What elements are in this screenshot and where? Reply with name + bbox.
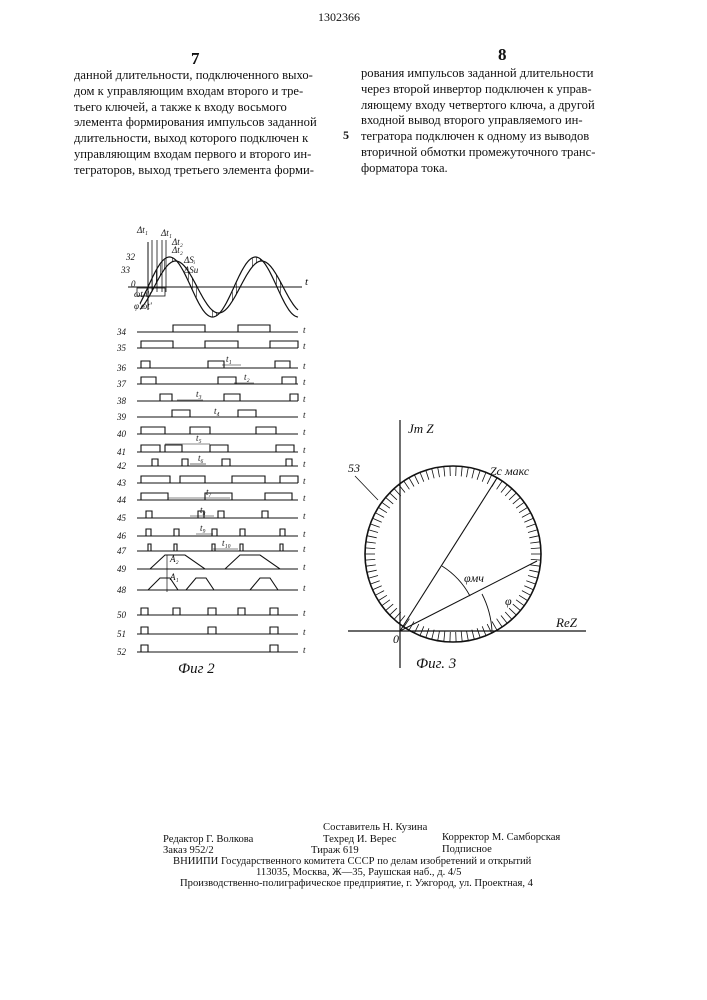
hatch-tick [426,470,429,480]
phi-mch-label: φмч [464,571,484,585]
ref-53-leader [355,476,378,500]
footer-enterprise: Производственно-полиграфическое предприя… [180,878,533,890]
hatch-tick [370,524,379,527]
hatch-tick [492,622,497,631]
hatch-tick [461,467,462,477]
hatch-tick [505,612,512,619]
hatch-tick [501,616,507,624]
origin-label: 0 [393,632,399,646]
hatch-tick [528,530,538,533]
hatch-tick [409,478,414,487]
hatch-tick [477,628,480,638]
hatch-tick [530,565,540,566]
hatch-tick [461,632,462,642]
hatch-tick [367,536,377,538]
outer-circle [365,466,541,642]
hatch-tick [386,604,394,611]
phi-arc [482,594,492,631]
hatch-tick [365,548,375,549]
hatch-tick [414,475,418,484]
hatch-tick [516,502,524,508]
hatch-tick [378,507,387,512]
hatch-tick [365,559,375,560]
hatch-tick [382,502,390,508]
hatch-tick [368,530,378,533]
hatch-tick [522,591,531,596]
hatch-tick [390,608,397,615]
hatch-tick [368,576,378,579]
hatch-tick [472,469,474,479]
hatch-tick [524,518,533,522]
hatch-tick [467,631,469,641]
hatch-tick [509,608,516,615]
hatch-tick [438,467,440,477]
hatch-tick [524,586,533,590]
hatch-tick [526,581,535,584]
hatch-tick [432,469,434,479]
hatch-tick [513,604,521,611]
hatch-tick [366,565,376,566]
hatch-tick [382,600,390,606]
hatch-tick [373,518,382,522]
hatch-tick [404,481,410,489]
hatch-tick [505,489,512,496]
hatch-tick [529,536,539,538]
hatch-tick [501,485,507,493]
zc-max-vector [400,478,497,631]
impedance-circle [365,466,541,642]
hatch-tick [497,481,503,489]
hatch-tick [444,467,445,477]
hatch-tick [531,559,541,560]
hatch-tick [519,507,528,512]
hatch-tick [386,497,394,504]
hatch-tick [526,524,535,527]
hatch-tick [444,632,445,642]
hatch-tick [482,472,486,481]
hatch-tick [375,513,384,518]
hatch-tick [438,631,440,641]
hatch-tick [528,576,538,579]
hatch-tick [529,570,539,572]
hatch-tick [378,595,387,600]
ref-53-label: 53 [348,461,360,475]
footer-editor: Редактор Г. Волкова [163,834,253,846]
hatch-tick [522,513,531,518]
hatch-tick [373,586,382,590]
hatch-tick [414,624,418,633]
hatch-tick [375,591,384,596]
footer-order: Заказ 952/2 [163,845,214,857]
footer-techred: Техред И. Верес [323,834,397,846]
real-axis-label: ReZ [555,615,578,630]
imag-axis-label: Jm Z [408,421,434,436]
phi-label: φ [505,594,512,608]
footer-corrector: Корректор М. Самборская [442,832,560,844]
hatch-tick [519,595,528,600]
hatch-tick [513,497,521,504]
hatch-tick [497,619,503,627]
footer-tirazh: Тираж 619 [311,845,359,857]
hatch-tick [420,472,424,481]
hatch-tick [366,542,376,543]
hatch-tick [516,600,524,606]
zc-max-label: Zc макс [490,464,530,478]
hatch-tick [390,493,397,500]
hatch-tick [509,493,516,500]
fig3-caption: Фиг. 3 [416,656,456,672]
hatch-tick [531,548,541,549]
hatch-tick [426,628,429,638]
footer-address: 113035, Москва, Ж—35, Раушская наб., д. … [256,867,461,879]
footer-compiler: Составитель Н. Кузина [323,822,427,834]
hatch-tick [367,570,377,572]
hatch-tick [370,581,379,584]
hatch-tick [477,470,480,480]
hatch-tick [467,467,469,477]
footer-vniipi: ВНИИПИ Государственного комитета СССР по… [173,856,531,868]
hatch-tick [487,624,491,633]
hatch-tick [530,542,540,543]
footer-podpisnoe: Подписное [442,844,492,856]
